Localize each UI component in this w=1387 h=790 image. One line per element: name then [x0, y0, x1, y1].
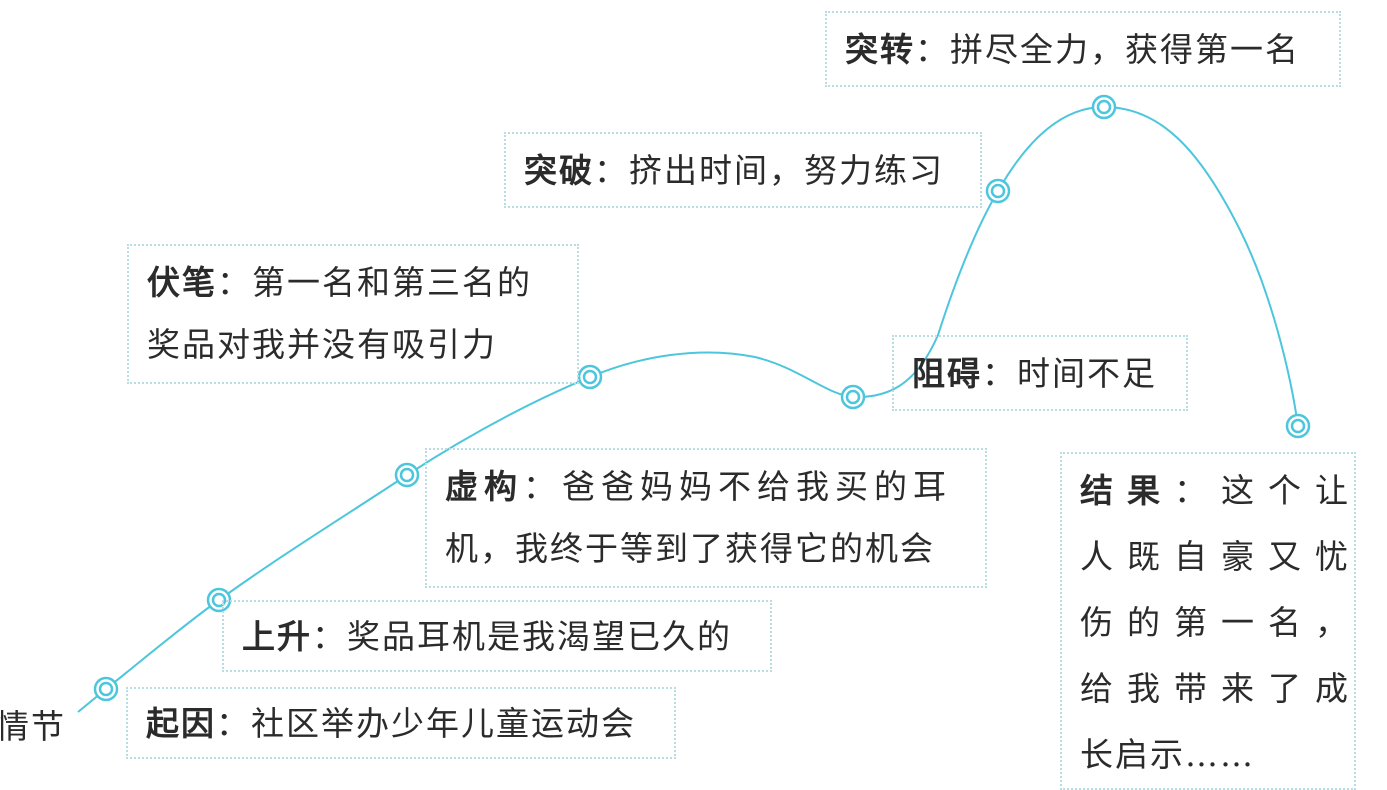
event-text: 拼尽全力，获得第一名	[950, 30, 1300, 69]
event-box-shangsheng: 上升：奖品耳机是我渴望已久的	[222, 600, 772, 672]
event-line: 机，我终于等到了获得它的机会	[445, 529, 935, 568]
event-text: 这个让	[1221, 471, 1362, 510]
event-sep: ：	[982, 354, 1017, 393]
event-box-xugou: 虚构：爸爸妈妈不给我买的耳 机，我终于等到了获得它的机会	[425, 448, 987, 588]
event-label: 突转	[845, 30, 915, 69]
event-label: 虚构	[445, 467, 523, 506]
event-line: 结果：这个让	[1080, 458, 1348, 524]
event-text: 爸爸妈妈不给我买的耳	[562, 467, 952, 506]
event-sep: ：	[217, 263, 252, 302]
event-text: 时间不足	[1017, 354, 1157, 393]
event-line: 给我带来了成	[1080, 669, 1362, 708]
event-text: 社区举办少年儿童运动会	[251, 704, 636, 743]
event-box-qiyin: 起因：社区举办少年儿童运动会	[126, 687, 676, 759]
node-qiyin	[93, 676, 119, 702]
event-label: 起因	[146, 704, 216, 743]
event-line: 人既自豪又忧	[1080, 537, 1362, 576]
event-box-tupo: 突破：挤出时间，努力练习	[504, 132, 982, 208]
event-label: 结果	[1080, 471, 1174, 510]
event-text: 第一名和第三名的	[252, 263, 532, 302]
event-label: 阻碍	[912, 354, 982, 393]
node-xugou	[394, 462, 420, 488]
event-line: 伏笔：第一名和第三名的	[147, 252, 559, 314]
event-label: 上升	[242, 617, 312, 656]
event-line: 伤的第一名，	[1080, 603, 1362, 642]
node-fubi	[577, 364, 603, 390]
event-sep: ：	[216, 704, 251, 743]
event-text: 挤出时间，努力练习	[629, 151, 944, 190]
event-box-jieguo: 结果：这个让 人既自豪又忧 伤的第一名， 给我带来了成 长启示……	[1060, 452, 1356, 790]
event-sep: ：	[312, 617, 347, 656]
event-box-zuai: 阻碍：时间不足	[892, 335, 1188, 411]
node-zuai	[840, 384, 866, 410]
node-tuzhuan	[1091, 94, 1117, 120]
event-label: 伏笔	[147, 263, 217, 302]
event-sep: ：	[915, 30, 950, 69]
event-line: 长启示……	[1080, 735, 1255, 774]
node-jieguo	[1285, 413, 1311, 439]
event-line: 虚构：爸爸妈妈不给我买的耳	[445, 456, 967, 518]
event-box-tuzhuan: 突转：拼尽全力，获得第一名	[825, 11, 1341, 87]
event-box-fubi: 伏笔：第一名和第三名的 奖品对我并没有吸引力	[127, 244, 579, 384]
event-line: 奖品对我并没有吸引力	[147, 325, 497, 364]
event-text: 奖品耳机是我渴望已久的	[347, 617, 732, 656]
event-sep: ：	[594, 151, 629, 190]
event-sep: ：	[1174, 471, 1221, 510]
node-tupo	[985, 178, 1011, 204]
event-label: 突破	[524, 151, 594, 190]
event-sep: ：	[523, 467, 562, 506]
node-shangsheng	[206, 587, 232, 613]
plot-axis-label: 情节	[0, 707, 66, 746]
